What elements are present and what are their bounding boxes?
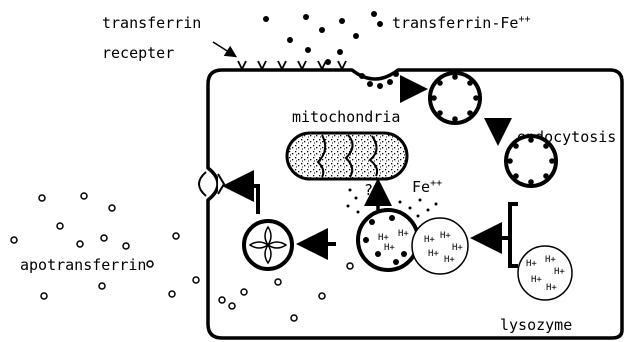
mitochondria	[287, 133, 407, 179]
transferrin-fe-dots	[263, 11, 383, 65]
svg-text:H+: H+	[545, 255, 556, 265]
cell-membrane	[208, 70, 622, 338]
apotransferrin-label: apotransferrin	[20, 256, 146, 274]
lysozyme-label: lysozyme	[500, 316, 572, 334]
transferrin-receptor-label-line2: recepter	[102, 44, 174, 62]
svg-text:H+: H+	[428, 249, 439, 259]
svg-text:H+: H+	[384, 243, 395, 253]
svg-text:H+: H+	[398, 229, 409, 239]
svg-text:H+: H+	[531, 275, 542, 285]
endocytic-vesicle-1	[430, 73, 480, 123]
svg-text:H+: H+	[452, 243, 463, 253]
svg-text:H+: H+	[378, 233, 389, 243]
mitochondria-label: mitochondria	[292, 108, 400, 126]
lysozyme: H+ H+ H+ H+ H+	[518, 246, 572, 300]
svg-text:H+: H+	[424, 235, 435, 245]
question-mark-label: ?	[364, 181, 373, 199]
recycling-vesicle	[244, 221, 292, 269]
receptor-pointer-arrow	[213, 42, 232, 54]
svg-text:H+: H+	[444, 255, 455, 265]
transferrin-fe-label: transferrin-Fe++	[392, 14, 530, 32]
svg-text:H+: H+	[526, 259, 537, 269]
svg-text:H+: H+	[440, 231, 451, 241]
svg-text:H+: H+	[554, 267, 565, 277]
svg-text:H+: H+	[546, 283, 557, 293]
endocytic-vesicle-2	[506, 136, 556, 186]
transferrin-receptor-label-line1: transferrin	[102, 14, 201, 32]
